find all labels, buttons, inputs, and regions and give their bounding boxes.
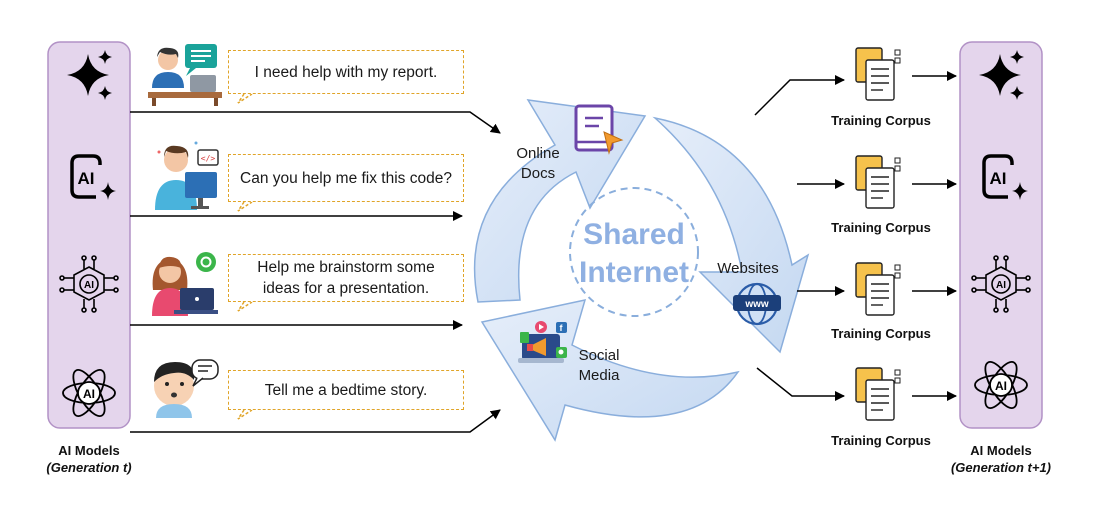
prompt-text: Help me brainstorm some ideas for a pres…: [257, 259, 435, 297]
shared-internet-label: Shared Internet: [554, 216, 714, 292]
online-docs-icon: [574, 104, 624, 155]
svg-text:f: f: [560, 323, 564, 333]
model-title: AI Models: [970, 443, 1032, 458]
online-docs-label: Online Docs: [516, 145, 560, 182]
svg-text:AI: AI: [78, 169, 95, 188]
user-coder-icon: </>: [155, 141, 219, 210]
model-title: AI Models: [58, 443, 120, 458]
shared-word: Shared: [583, 218, 685, 251]
user-child-icon: [154, 359, 219, 418]
sparkle-icon: [67, 50, 112, 100]
left-model-panel: [47, 41, 131, 429]
user-woman-icon: [152, 252, 218, 316]
prompt-arrow-4: [130, 409, 501, 433]
prompt-bubble-story: Tell me a bedtime story.: [228, 370, 464, 410]
model-generation: (Generation t+1): [950, 460, 1052, 475]
svg-text:AI: AI: [84, 280, 94, 291]
ai-atom-icon: AI: [62, 369, 116, 417]
corpus-label: Training Corpus: [831, 220, 931, 235]
svg-text:AI: AI: [990, 169, 1007, 188]
user-laptop-icon: [148, 44, 222, 106]
sparkle-icon: [979, 50, 1024, 100]
www-label: www: [744, 299, 769, 310]
left-model-caption: AI Models (Generation t): [20, 442, 158, 476]
ai-brain-circuit-icon: AI: [971, 255, 1031, 313]
corpus-document-icon: [855, 47, 901, 101]
prompt-bubble-code: Can you help me fix this code?: [228, 154, 464, 202]
model-generation: (Generation t): [46, 460, 132, 475]
ai-chip-icon: AI: [70, 154, 116, 200]
svg-text:</>: </>: [201, 154, 216, 163]
prompt-text: Can you help me fix this code?: [240, 169, 452, 187]
prompt-arrow-1: [130, 111, 501, 134]
ai-atom-icon: AI: [974, 361, 1028, 409]
corpus-arrow-1: [754, 75, 845, 116]
corpus-document-icon: [855, 155, 901, 209]
corpus-label: Training Corpus: [831, 113, 931, 128]
social-media-icon: f: [518, 321, 567, 363]
www-globe-icon: www: [733, 282, 781, 326]
corpus-label: Training Corpus: [831, 326, 931, 341]
right-model-caption: AI Models (Generation t+1): [926, 442, 1076, 476]
corpus-label: Training Corpus: [831, 433, 931, 448]
right-model-panel: [959, 41, 1043, 429]
shared-internet-circle: [569, 187, 699, 317]
websites-label: Websites: [717, 260, 779, 277]
prompt-bubble-report: I need help with my report.: [228, 50, 464, 94]
internet-word: Internet: [578, 256, 689, 289]
svg-text:AI: AI: [995, 379, 1007, 393]
corpus-document-icon: [855, 367, 901, 421]
corpus-document-icon: [855, 262, 901, 316]
ai-brain-circuit-icon: AI: [59, 255, 119, 313]
prompt-bubble-brainstorm: Help me brainstorm some ideas for a pres…: [228, 254, 464, 302]
prompt-text: I need help with my report.: [254, 63, 438, 81]
svg-text:AI: AI: [83, 387, 95, 401]
svg-text:AI: AI: [996, 280, 1006, 291]
ai-chip-icon: AI: [982, 154, 1028, 200]
social-media-label: Social Media: [578, 347, 620, 384]
prompt-text: Tell me a bedtime story.: [264, 381, 428, 399]
corpus-arrow-4: [756, 367, 845, 401]
